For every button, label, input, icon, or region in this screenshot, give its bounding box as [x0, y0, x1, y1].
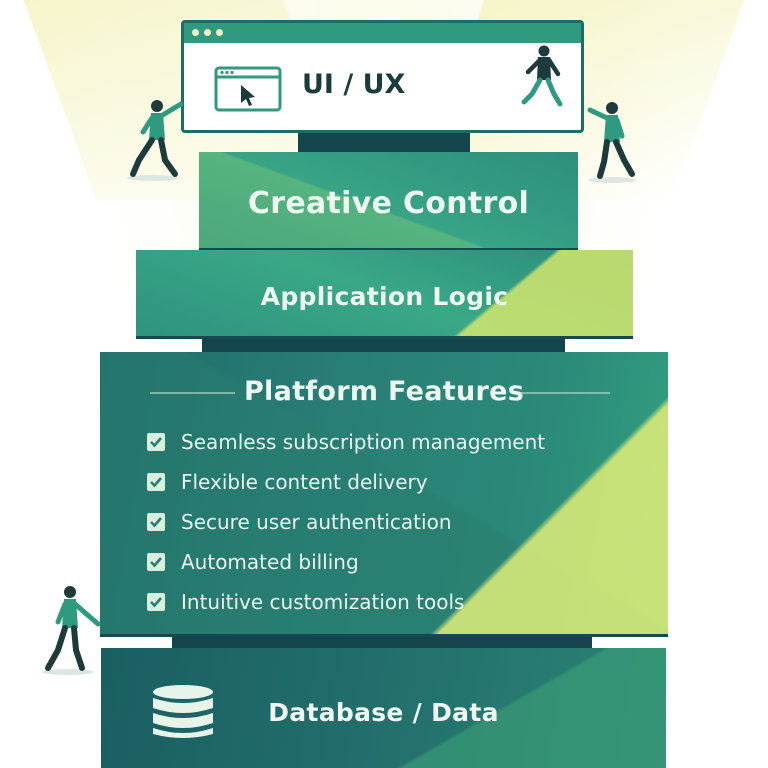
feature-item: Secure user authentication — [147, 502, 545, 542]
feature-item: Flexible content delivery — [147, 462, 545, 502]
window-dot-icon — [192, 29, 199, 36]
layer-title: Database / Data — [268, 698, 499, 727]
window-dot-icon — [216, 29, 223, 36]
checkbox-checked-icon — [147, 433, 165, 451]
divider-right — [520, 392, 610, 394]
person-walking-bottom-left — [42, 586, 101, 675]
checkbox-checked-icon — [147, 553, 165, 571]
checkbox-checked-icon — [147, 473, 165, 491]
feature-list: Seamless subscription management Flexibl… — [147, 422, 545, 622]
checkbox-checked-icon — [147, 593, 165, 611]
layer-title: Application Logic — [260, 282, 509, 311]
layer-title: Creative Control — [247, 186, 530, 221]
person-pushing-panel-left — [127, 100, 184, 181]
feature-text: Seamless subscription management — [181, 430, 546, 454]
feature-item: Intuitive customization tools — [147, 582, 545, 622]
layer-title: Platform Features — [243, 376, 525, 407]
connector-app-platform — [202, 333, 565, 355]
ui-ux-panel: UI / UX — [181, 20, 584, 133]
browser-window-cursor-icon — [214, 66, 282, 112]
feature-text: Flexible content delivery — [181, 470, 428, 494]
connector-platform-database — [172, 632, 592, 652]
layer-creative-control: Creative Control — [199, 152, 578, 248]
feature-item: Seamless subscription management — [147, 422, 545, 462]
ui-ux-title: UI / UX — [302, 69, 406, 100]
connector-ui-creative — [298, 131, 470, 155]
layer-application-logic: Application Logic — [136, 250, 633, 336]
feature-text: Secure user authentication — [181, 510, 452, 534]
person-inside-panel — [521, 45, 563, 107]
layer-platform-features: Platform Features — [100, 352, 668, 634]
database-cylinder-icon — [153, 685, 213, 738]
feature-item: Automated billing — [147, 542, 545, 582]
checkbox-checked-icon — [147, 513, 165, 531]
feature-text: Intuitive customization tools — [181, 590, 465, 614]
window-dot-icon — [204, 29, 211, 36]
window-title-bar — [184, 23, 581, 43]
person-pushing-panel-right — [587, 102, 636, 183]
feature-text: Automated billing — [181, 550, 359, 574]
divider-left — [150, 392, 235, 394]
